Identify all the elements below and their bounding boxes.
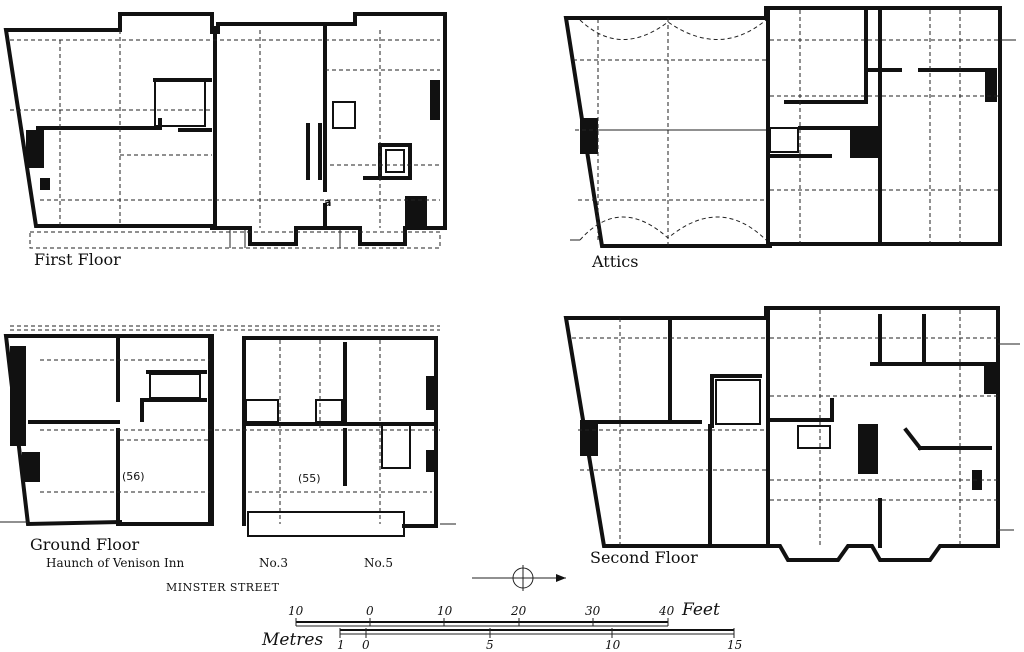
metre-tick-label: 1 [337, 638, 345, 652]
feet-tick-label: 0 [366, 604, 374, 618]
second-floor-plan [563, 306, 1020, 562]
feet-unit-label: Feet [682, 600, 720, 620]
metres-scale-bar [339, 628, 735, 638]
no3-label: No.3 [259, 556, 288, 570]
metre-tick-label: 10 [605, 638, 621, 652]
north-arrow-icon [472, 565, 566, 591]
metre-tick-label: 0 [362, 638, 370, 652]
no5-label: No.5 [364, 556, 393, 570]
metre-tick-label: 15 [727, 638, 743, 652]
feet-scale-bar [295, 618, 669, 627]
metre-tick-label: 5 [486, 638, 494, 652]
ground-floor-label: Ground Floor [30, 535, 140, 554]
second-floor-label: Second Floor [590, 548, 698, 567]
feet-tick-label: 20 [511, 604, 527, 618]
first-floor-plan [3, 12, 447, 249]
room-56-label: (56) [122, 470, 145, 483]
street-label: MINSTER STREET [166, 581, 280, 594]
attics-plan [563, 6, 1016, 248]
ground-floor-plan [0, 325, 456, 537]
feet-tick-label: 10 [288, 604, 304, 618]
feet-tick-label: 30 [585, 604, 601, 618]
haunch-of-venison-label: Haunch of Venison Inn [46, 556, 185, 570]
mark-a-label: a [324, 196, 332, 209]
metres-unit-label: Metres [262, 630, 324, 650]
first-floor-label: First Floor [34, 250, 121, 269]
feet-tick-label: 10 [437, 604, 453, 618]
room-55-label: (55) [298, 472, 321, 485]
feet-tick-label: 40 [659, 604, 675, 618]
attics-label: Attics [592, 252, 639, 271]
